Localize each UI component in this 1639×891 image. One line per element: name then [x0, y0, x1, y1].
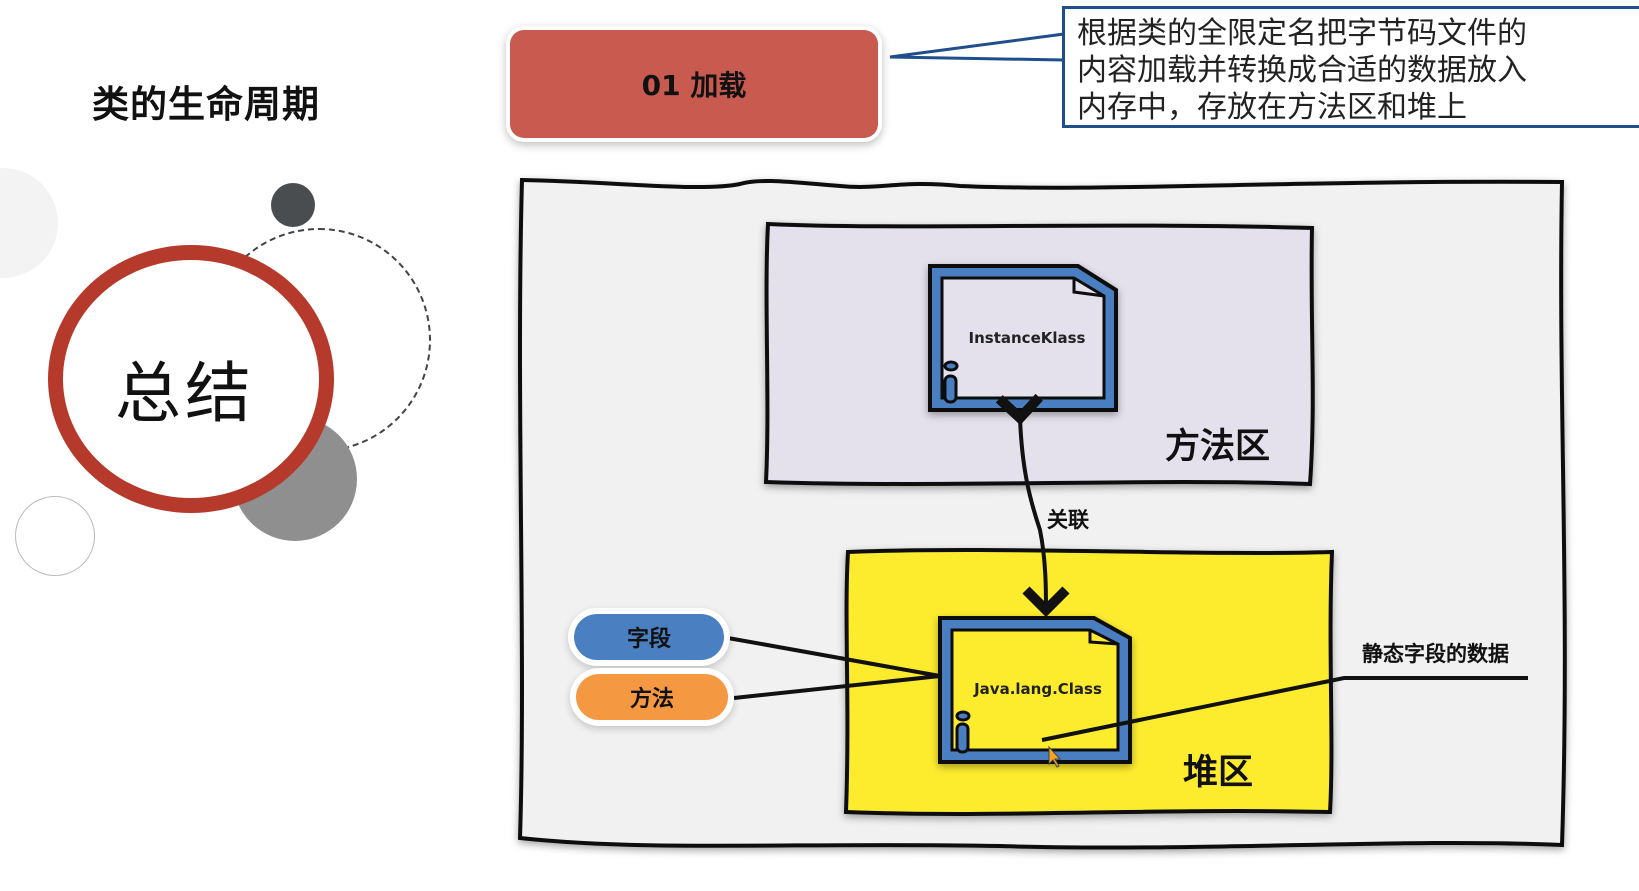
decor-dark-dot	[271, 183, 315, 227]
stage-load-box: 01 加载	[510, 30, 878, 138]
decor-outline-circle	[15, 496, 95, 576]
java-lang-class-label: Java.lang.Class	[973, 680, 1102, 698]
slide-title: 类的生命周期	[92, 83, 320, 126]
callout-line: 内容加载并转换成合适的数据放入	[1077, 53, 1527, 88]
field-tag: 字段	[574, 614, 724, 660]
association-arrow	[995, 393, 1070, 618]
method-tag-label: 方法	[629, 687, 674, 712]
class-file-icon	[938, 616, 1132, 764]
instanceklass-label: InstanceKlass	[969, 329, 1086, 347]
summary-label: 总结	[115, 355, 255, 432]
callout-line: 根据类的全限定名把字节码文件的	[1077, 16, 1527, 51]
static-field-connector	[1041, 676, 1528, 742]
association-label: 关联	[1047, 508, 1089, 532]
heap-area-label: 堆区	[1183, 753, 1254, 793]
stage-load-label: 01 加载	[641, 69, 747, 102]
callout-box: 根据类的全限定名把字节码文件的 内容加载并转换成合适的数据放入 内存中，存放在方…	[1062, 6, 1639, 128]
field-tag-label: 字段	[626, 627, 671, 652]
method-area-label: 方法区	[1165, 427, 1271, 467]
mouse-cursor-icon	[1048, 745, 1062, 768]
static-field-data-label: 静态字段的数据	[1362, 642, 1509, 666]
callout-pointer	[889, 32, 1065, 62]
field-connector	[727, 636, 941, 678]
method-tag: 方法	[576, 674, 728, 720]
instanceklass-file-icon	[928, 264, 1118, 412]
callout-line: 内存中，存放在方法区和堆上	[1077, 90, 1467, 125]
method-connector	[733, 674, 941, 700]
